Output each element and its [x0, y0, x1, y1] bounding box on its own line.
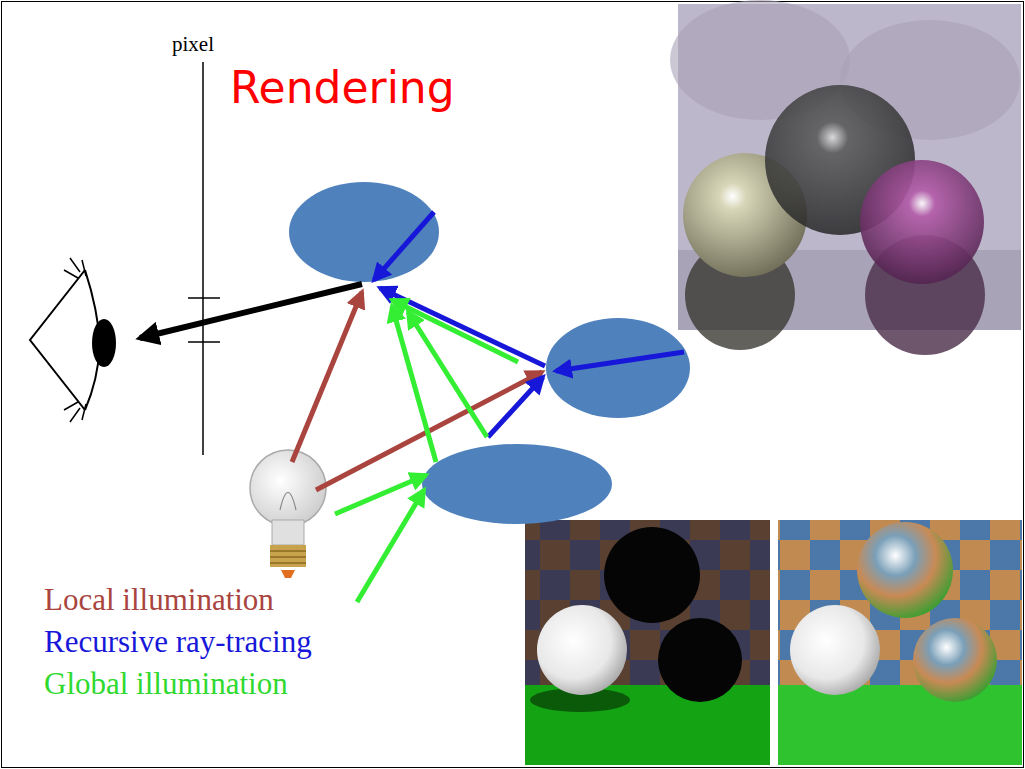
legend-entry: Global illumination: [44, 666, 288, 702]
legend-entry: Recursive ray-tracing: [44, 624, 312, 660]
pixel-label: pixel: [172, 32, 214, 57]
legend-entry: Local illumination: [44, 582, 274, 618]
slide-title: Rendering: [230, 62, 455, 113]
